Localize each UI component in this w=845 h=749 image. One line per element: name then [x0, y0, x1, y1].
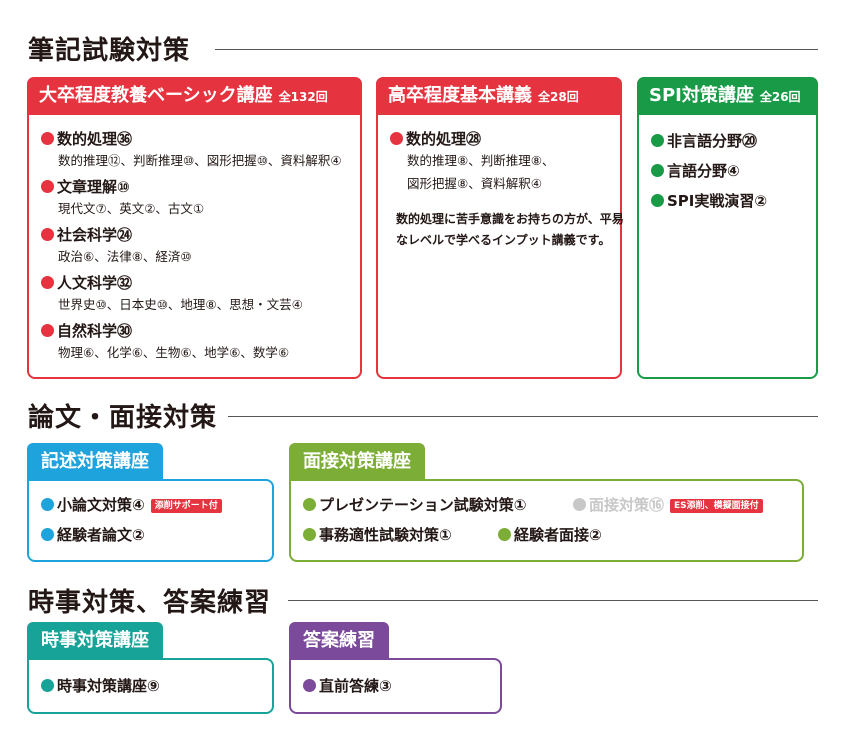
bullet-icon — [390, 132, 403, 145]
list-item: 数的処理㊱ — [41, 129, 132, 149]
bullet-icon — [498, 528, 511, 541]
course-header-essay: 記述対策講座 — [27, 443, 163, 481]
section-divider — [215, 49, 818, 50]
course-card-basic: 大卒程度教養ベーシック講座全132回 数的処理㊱ 数的推理⑫、判断推理⑩、図形把… — [27, 77, 362, 379]
bullet-icon — [41, 528, 54, 541]
support-badge: 添削サポート付 — [150, 499, 222, 513]
list-item: プレゼンテーション試験対策① — [303, 495, 526, 515]
course-count: 全28回 — [538, 90, 579, 104]
bullet-icon — [41, 180, 54, 193]
item-detail: 現代文⑦、英文②、古文① — [58, 201, 205, 216]
course-title: 高卒程度基本講義 — [388, 85, 532, 106]
section-title-essay-interview: 論文・面接対策 — [28, 403, 218, 433]
list-item: SPI実戦演習② — [651, 191, 767, 211]
section-divider — [288, 600, 818, 601]
section-title-written-exam: 筆記試験対策 — [28, 36, 191, 66]
bullet-icon — [303, 498, 316, 511]
bullet-icon — [41, 498, 54, 511]
item-detail: 数的推理⑫、判断推理⑩、図形把握⑩、資料解釈④ — [58, 153, 342, 168]
bullet-icon — [573, 498, 586, 511]
course-card-highschool: 高卒程度基本講義全28回 数的処理㉘ 数的推理⑧、判断推理⑧、 図形把握⑧、資料… — [376, 77, 624, 379]
section-divider — [228, 416, 818, 417]
item-detail: 図形把握⑧、資料解釈④ — [407, 176, 542, 191]
course-header-basic: 大卒程度教養ベーシック講座全132回 — [27, 77, 362, 115]
course-title: 大卒程度教養ベーシック講座 — [39, 85, 273, 106]
list-item: 事務適性試験対策① — [303, 525, 452, 545]
list-item: 言語分野④ — [651, 161, 740, 181]
bullet-icon — [41, 132, 54, 145]
course-header-spi: SPI対策講座全26回 — [637, 77, 818, 115]
list-item: 時事対策講座⑨ — [41, 676, 160, 696]
course-header-highschool: 高卒程度基本講義全28回 — [376, 77, 622, 115]
course-header-answer-practice: 答案練習 — [289, 622, 389, 660]
bullet-icon — [41, 228, 54, 241]
course-title: SPI対策講座 — [649, 85, 754, 106]
bullet-icon — [41, 679, 54, 692]
item-detail: 物理⑥、化学⑥、生物⑥、地学⑥、数学⑥ — [58, 345, 290, 360]
course-count: 全132回 — [278, 90, 328, 104]
list-item: 経験者面接② — [498, 525, 602, 545]
bullet-icon — [41, 276, 54, 289]
list-item: 文章理解⑩ — [41, 177, 130, 197]
item-detail: 数的推理⑧、判断推理⑧、 — [407, 153, 555, 168]
bullet-icon — [651, 164, 664, 177]
list-item: 人文科学㉜ — [41, 273, 132, 293]
item-detail: 政治⑥、法律⑧、経済⑩ — [58, 249, 192, 264]
list-item: 非言語分野⑳ — [651, 131, 757, 151]
bullet-icon — [303, 679, 316, 692]
course-header-interview: 面接対策講座 — [289, 443, 425, 481]
list-item: 数的処理㉘ — [390, 129, 481, 149]
list-item: 直前答練③ — [303, 676, 392, 696]
bullet-icon — [41, 324, 54, 337]
item-detail: 世界史⑩、日本史⑩、地理⑧、思想・文芸④ — [58, 297, 303, 312]
course-card-current-affairs: 時事対策講座⑨ — [27, 658, 274, 714]
bullet-icon — [651, 134, 664, 147]
section-title-current-affairs: 時事対策、答案練習 — [28, 588, 272, 618]
course-description: 数的処理に苦手意識をお持ちの方が、平易なレベルで学べるインプット講義です。 — [396, 212, 624, 247]
course-header-current-affairs: 時事対策講座 — [27, 622, 163, 660]
support-badge: ES添削、模擬面接付 — [670, 499, 763, 513]
list-item: 社会科学㉔ — [41, 225, 132, 245]
bullet-icon — [651, 194, 664, 207]
course-count: 全26回 — [759, 90, 801, 104]
course-card-spi: SPI対策講座全26回 非言語分野⑳ 言語分野④ SPI実戦演習② — [637, 77, 818, 379]
list-item: 経験者論文② — [41, 525, 145, 545]
list-item: 自然科学㉚ — [41, 321, 132, 341]
bullet-icon — [303, 528, 316, 541]
course-card-answer-practice: 直前答練③ — [289, 658, 502, 714]
